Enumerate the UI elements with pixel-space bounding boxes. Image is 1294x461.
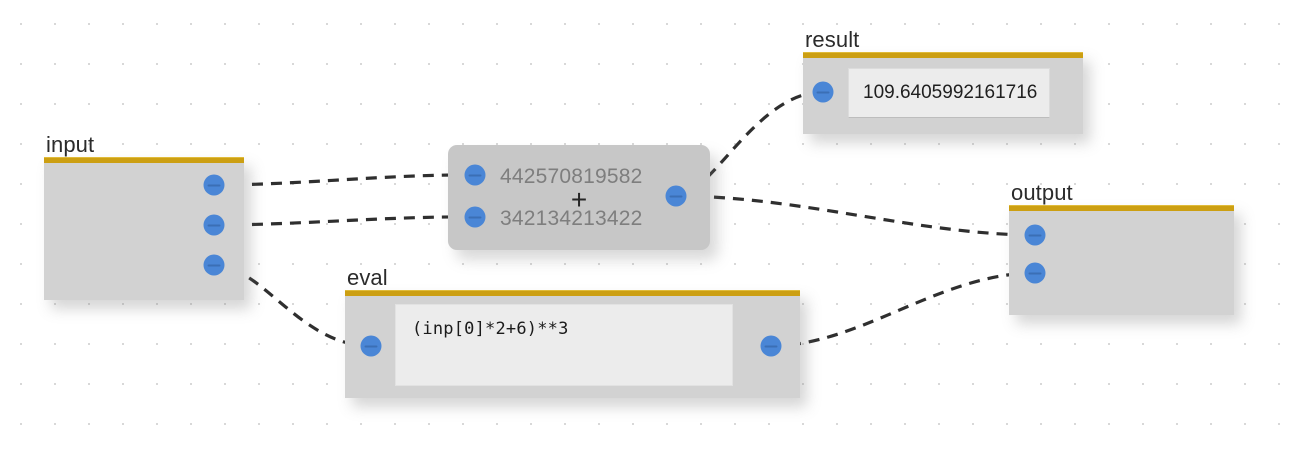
edge-input1-to-add1	[213, 173, 476, 187]
node-input-title: input	[46, 132, 95, 157]
output-port-1[interactable]	[1024, 224, 1046, 246]
eval-output-port[interactable]	[760, 335, 782, 357]
input-port-1[interactable]	[203, 174, 225, 196]
add-input-port-2[interactable]	[464, 206, 486, 228]
node-add-operator-symbol: +	[570, 184, 588, 215]
node-eval-body[interactable]: (inp[0]*2+6)**3	[345, 290, 800, 398]
node-result-body[interactable]: 109.6405992161716	[803, 52, 1083, 134]
node-eval[interactable]: eval (inp[0]*2+6)**3	[345, 265, 800, 398]
node-output-accent-bar	[1009, 205, 1234, 211]
input-port-3[interactable]	[203, 254, 225, 276]
node-eval-title: eval	[347, 265, 388, 290]
edge-add-to-output1	[675, 194, 1036, 237]
edge-eval-to-output2	[770, 271, 1036, 348]
node-add-operand-1: 442570819582	[500, 165, 643, 188]
input-port-2[interactable]	[203, 214, 225, 236]
node-output[interactable]: output	[1009, 180, 1234, 315]
node-result-accent-bar	[803, 52, 1083, 58]
node-eval-accent-bar	[345, 290, 800, 296]
node-result-title: result	[805, 27, 860, 52]
node-add-operand-2: 342134213422	[500, 207, 643, 230]
edge-input2-to-add2	[213, 215, 476, 227]
node-input-accent-bar	[44, 157, 244, 163]
add-input-port-1[interactable]	[464, 164, 486, 186]
eval-input-port[interactable]	[360, 335, 382, 357]
output-port-2[interactable]	[1024, 262, 1046, 284]
node-result[interactable]: result 109.6405992161716	[803, 27, 1083, 134]
eval-expression-field[interactable]: (inp[0]*2+6)**3	[395, 304, 733, 386]
result-value-field[interactable]: 109.6405992161716	[848, 68, 1050, 118]
node-output-title: output	[1011, 180, 1073, 205]
node-add[interactable]: 442570819582 + 342134213422	[448, 145, 710, 250]
node-output-body[interactable]	[1009, 205, 1234, 315]
result-input-port[interactable]	[812, 81, 834, 103]
add-output-port[interactable]	[665, 185, 687, 207]
node-add-body[interactable]: 442570819582 + 342134213422	[448, 145, 710, 250]
